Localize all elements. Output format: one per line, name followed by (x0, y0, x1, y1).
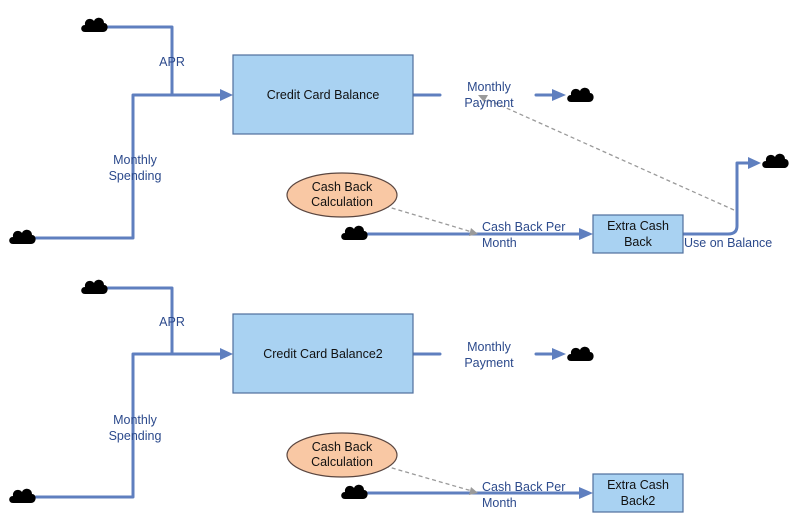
link-calc-to-cashback (384, 465, 473, 492)
cloud-icon (81, 279, 108, 294)
credit-card-balance2-label: Credit Card Balance2 (263, 347, 383, 361)
spending-flow-label-line1: Monthly (113, 413, 158, 427)
credit-card-balance2-stock[interactable] (232, 313, 414, 394)
cashback-flow-label-line2: Month (482, 236, 517, 250)
inflow-arrowhead (220, 348, 233, 360)
apr-flow-label: APR (159, 315, 185, 329)
link-head-payment (478, 95, 488, 102)
cloud-icon (81, 17, 108, 32)
cash-back-calculation-converter[interactable] (286, 432, 398, 478)
cloud-icon (9, 229, 36, 244)
cloud-icon (341, 484, 368, 499)
extra-cash-back2-label-line1: Extra Cash (607, 478, 669, 492)
payment-arrowhead (552, 348, 566, 360)
cloud-icon (567, 346, 594, 361)
cloud-icon (9, 488, 36, 503)
cashback-arrowhead (579, 228, 593, 240)
link-head-cashback (469, 487, 478, 495)
cloud-icon (341, 225, 368, 240)
cashback-arrowhead (579, 487, 593, 499)
spending-flow-pipe[interactable] (34, 93, 222, 240)
cashback-flow-label-line1: Cash Back Per (482, 220, 565, 234)
cash-back-calculation-label-line2: Calculation (311, 455, 373, 469)
payment-flow-label-line1: Monthly (467, 340, 512, 354)
credit-card-balance-label: Credit Card Balance (267, 88, 380, 102)
credit-card-balance-stock[interactable] (232, 54, 414, 135)
use-on-balance-flow-pipe[interactable] (681, 161, 750, 236)
extra-cash-back-label-line1: Extra Cash (607, 219, 669, 233)
cash-back-calculation-label-line1: Cash Back (312, 440, 373, 454)
inflow-arrowhead (220, 89, 233, 101)
extra-cash-back2-stock[interactable] (592, 473, 684, 513)
use-on-balance-arrowhead (748, 157, 761, 169)
payment-flow-label-line2: Payment (464, 96, 514, 110)
cashback-flow-label-line2: Month (482, 496, 517, 510)
payment-flow-label-line1: Monthly (467, 80, 512, 94)
spending-flow-label-line2: Spending (109, 429, 162, 443)
link-calc-to-cashback (384, 205, 473, 233)
spending-flow-label-line2: Spending (109, 169, 162, 183)
extra-cash-back-label-line2: Back (624, 235, 653, 249)
cash-back-calculation-label-line2: Calculation (311, 195, 373, 209)
payment-flow-label-line2: Payment (464, 356, 514, 370)
link-head-cashback (469, 228, 478, 236)
model-top: Credit Card Balance Extra Cash Back Cash… (9, 17, 789, 254)
cash-back-calculation-converter[interactable] (286, 172, 398, 218)
payment-arrowhead (552, 89, 566, 101)
extra-cash-back2-label-line2: Back2 (621, 494, 656, 508)
model-bottom: Credit Card Balance2 Extra Cash Back2 Ca… (9, 279, 684, 513)
cashback-flow-label-line1: Cash Back Per (482, 480, 565, 494)
spending-flow-pipe[interactable] (34, 352, 222, 499)
spending-flow-label-line1: Monthly (113, 153, 158, 167)
cloud-icon (567, 87, 594, 102)
cloud-icon (762, 153, 789, 168)
apr-flow-label: APR (159, 55, 185, 69)
use-on-balance-flow-label: Use on Balance (684, 236, 772, 250)
extra-cash-back-stock[interactable] (592, 214, 684, 254)
cash-back-calculation-label-line1: Cash Back (312, 180, 373, 194)
link-use-to-payment (483, 97, 735, 211)
